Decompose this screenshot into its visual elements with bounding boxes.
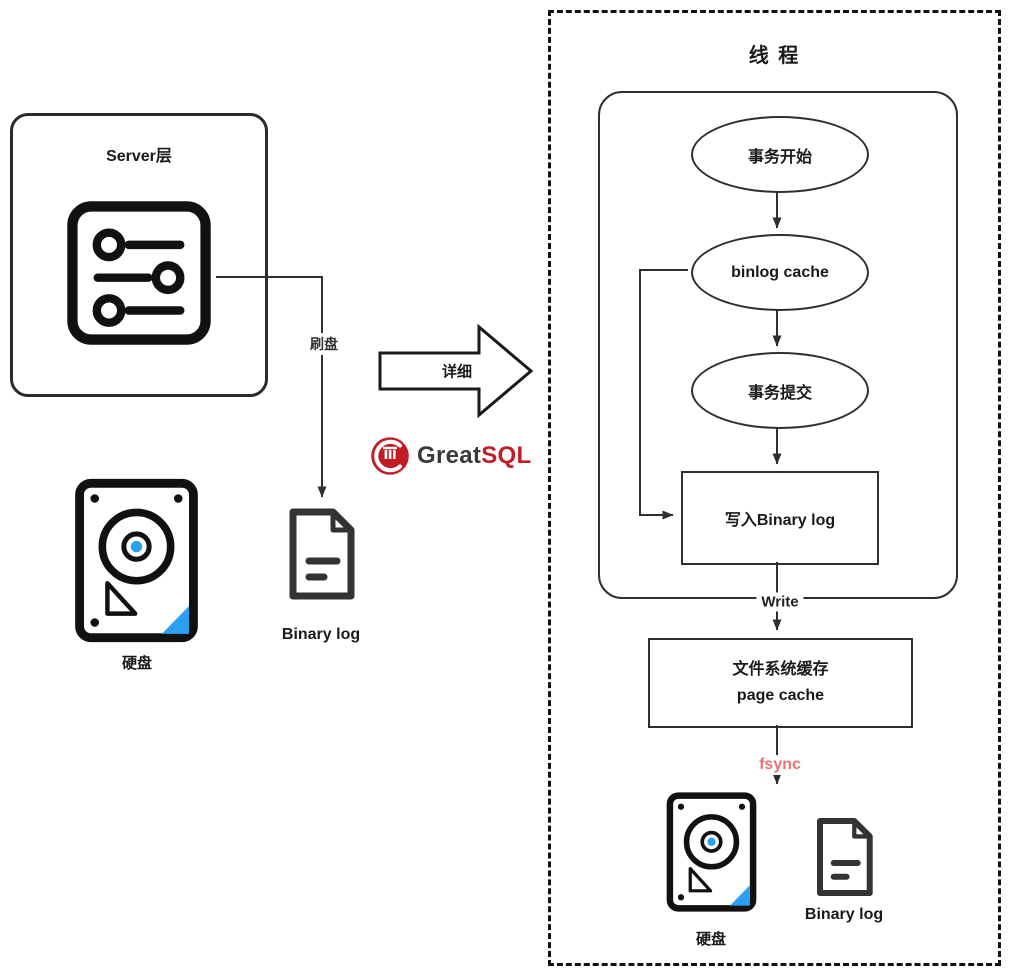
greatsql-logo-text: GreatSQL (417, 442, 531, 470)
write-label: Write (756, 592, 804, 612)
flush-label: 刷盘 (305, 333, 343, 355)
page-cache-line1: 文件系统缓存 (732, 661, 829, 679)
node-binlog-cache: binlog cache (691, 234, 869, 311)
node-write-binary-log: 写入Binary log (681, 471, 879, 565)
left-binlog-label: Binary log (281, 626, 361, 643)
logo-text-sql: SQL (481, 442, 532, 469)
right-binlog-icon (808, 813, 880, 901)
logo-text-great: Great (417, 442, 482, 469)
thread-title: 线 程 (748, 45, 801, 67)
thread-container: 线 程 事务开始 binlog cache 事务提交 写入Binary log … (548, 10, 1001, 966)
greatsql-logo-icon (371, 437, 409, 475)
node-transaction-commit: 事务提交 (691, 352, 869, 429)
left-disk-icon (73, 477, 200, 644)
right-disk-label: 硬盘 (695, 931, 727, 948)
page-cache-line2: page cache (736, 687, 825, 704)
page-cache-box: 文件系统缓存 page cache (648, 638, 913, 728)
greatsql-logo: GreatSQL (370, 436, 531, 476)
server-layer-title: Server层 (106, 148, 172, 165)
left-binlog-icon (279, 503, 363, 605)
fsync-label: fsync (754, 755, 806, 775)
right-disk-icon (665, 791, 758, 913)
settings-sliders-icon (64, 198, 214, 353)
detail-arrow: 详细 (378, 322, 534, 420)
server-layer-box: Server层 (10, 113, 268, 397)
detail-arrow-label: 详细 (441, 363, 473, 381)
node-transaction-begin: 事务开始 (691, 116, 869, 193)
left-disk-label: 硬盘 (121, 655, 153, 672)
right-binlog-label: Binary log (804, 906, 884, 923)
